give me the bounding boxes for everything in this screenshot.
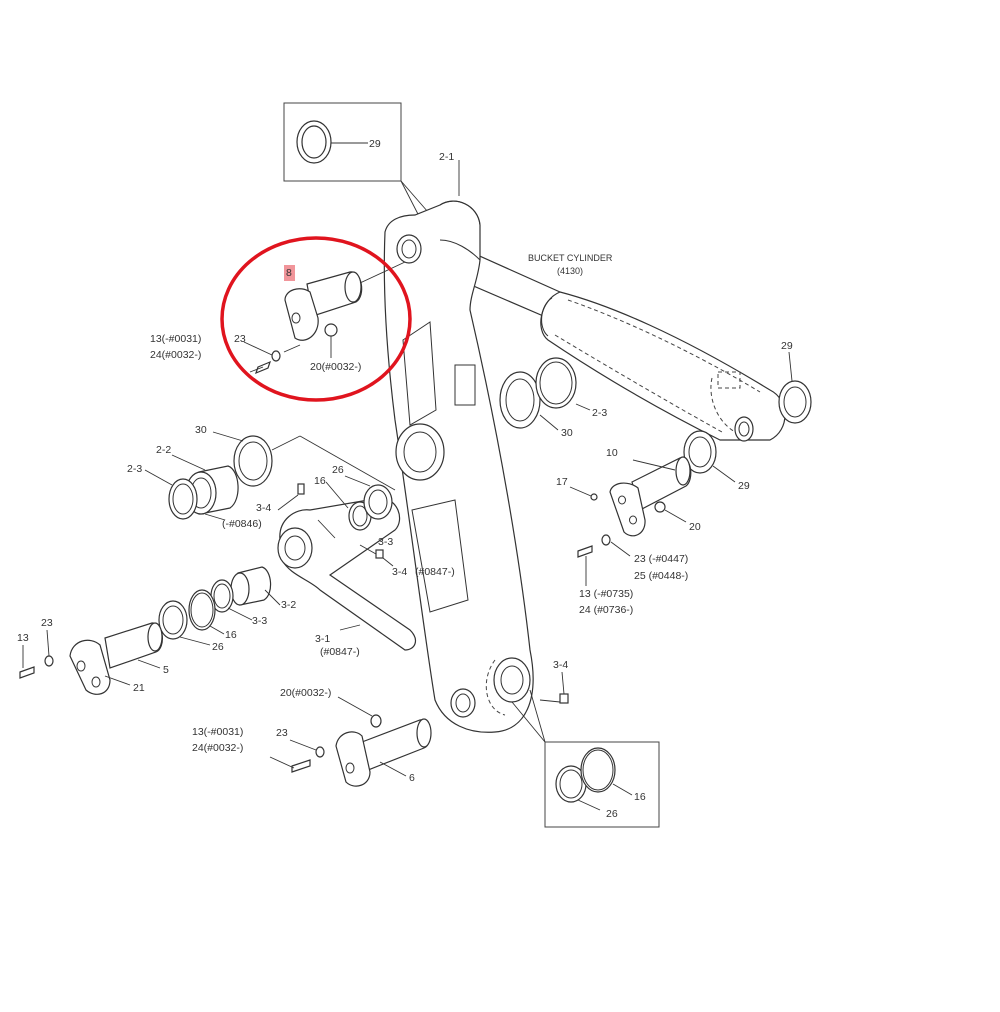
label-3-4-c: 3-4: [553, 659, 568, 671]
label-23-top: 23: [234, 333, 246, 345]
lower-right-parts: [539, 671, 569, 704]
inset-box-seals-16-26: [511, 689, 660, 828]
cylinder-label: BUCKET CYLINDER: [528, 253, 613, 263]
pin-8-group: [243, 261, 406, 375]
label-23-bottom: 23: [276, 727, 288, 739]
label-20-top: 20(#0032-): [310, 361, 361, 373]
label-0847-a: (#0847-): [415, 566, 455, 578]
label-24-top: 24(#0032-): [150, 349, 201, 361]
label-17: 17: [556, 476, 568, 488]
label-16-box: 16: [634, 791, 646, 803]
label-23-left: 23: [41, 617, 53, 629]
cylinder-code: (4130): [557, 266, 583, 276]
label-10: 10: [606, 447, 618, 459]
label-2-3-right: 2-3: [592, 407, 607, 419]
bucket-cylinder: BUCKET CYLINDER (4130): [447, 244, 786, 442]
pin-8-highlight-mark: [284, 265, 295, 281]
label-0847-b: (#0847-): [320, 646, 360, 658]
label-21: 21: [133, 682, 145, 694]
label-23-0447: 23 (-#0447): [634, 553, 688, 565]
label-26-box: 26: [606, 808, 618, 820]
lower-left-bushings: [158, 566, 281, 646]
label-29-right: 29: [781, 340, 793, 352]
label-3-4-a: 3-4: [256, 502, 271, 514]
label-24-0736: 24 (#0736-): [579, 604, 633, 616]
label-26-b: 26: [212, 641, 224, 653]
right-washers: [499, 351, 812, 483]
label-29-lower: 29: [738, 480, 750, 492]
label-2-3-left: 2-3: [127, 463, 142, 475]
inset-box-washer-29: [283, 102, 429, 219]
label-20-right: 20: [689, 521, 701, 533]
part-labels: 2-1 29 8 13(-#0031) 24(#0032-) 23 20(#00…: [17, 138, 793, 820]
label-6: 6: [409, 772, 415, 784]
label-16-a: 16: [314, 475, 326, 487]
label-8: 8: [286, 267, 292, 279]
label-13-left: 13: [17, 632, 29, 644]
label-25-0448: 25 (#0448-): [634, 570, 688, 582]
label-13-0735: 13 (-#0735): [579, 588, 633, 600]
boom-arm-2-1: [383, 160, 534, 733]
label-3-2: 3-2: [281, 599, 296, 611]
label-30-mid: 30: [561, 427, 573, 439]
label-2-1: 2-1: [439, 151, 454, 163]
link-arm-3-1: [277, 475, 417, 651]
label-20-bottom: 20(#0032-): [280, 687, 331, 699]
label-13-bottom: 13(-#0031): [192, 726, 243, 738]
pin-5-group: [19, 622, 163, 695]
pin-6-group: [269, 696, 432, 787]
label-0846: (-#0846): [222, 518, 262, 530]
label-24-bottom: 24(#0032-): [192, 742, 243, 754]
label-26-a: 26: [332, 464, 344, 476]
label-30-left: 30: [195, 424, 207, 436]
label-16-b: 16: [225, 629, 237, 641]
label-3-1: 3-1: [315, 633, 330, 645]
label-2-2: 2-2: [156, 444, 171, 456]
label-5: 5: [163, 664, 169, 676]
pin-10-group: [569, 456, 692, 586]
label-13-top: 13(-#0031): [150, 333, 201, 345]
label-3-3-a: 3-3: [378, 536, 393, 548]
label-3-4-b: 3-4: [392, 566, 407, 578]
label-3-3-b: 3-3: [252, 615, 267, 627]
highlight-circle: [220, 236, 412, 402]
left-bushings: [144, 431, 396, 521]
label-29-box: 29: [369, 138, 381, 150]
